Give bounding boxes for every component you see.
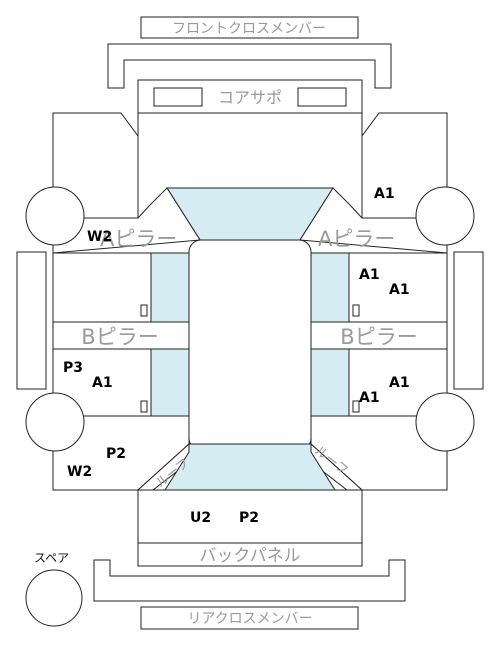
mark-p2-trunk: P2	[239, 510, 259, 526]
rear-cross-member-label: リアクロスメンバー	[187, 611, 312, 627]
front-cross-member-label: フロントクロスメンバー	[172, 21, 326, 37]
right-a-pillar-label: Aピラー	[318, 227, 395, 251]
headlight-left	[153, 87, 203, 107]
mark-p3-left-rear-door: P3	[63, 360, 83, 376]
mark-a1-right-rear-door-1: A1	[389, 375, 410, 391]
right-a-pillar-letter: A	[318, 227, 333, 251]
left-a-pillar-word: ピラー	[114, 227, 177, 251]
back-panel-label: バックパネル	[199, 546, 300, 566]
mark-a1-right-front-fender: A1	[374, 186, 395, 202]
trunk-lid	[137, 489, 363, 544]
left-a-pillar-label: Aピラー	[100, 227, 177, 251]
left-rear-door-handle	[140, 400, 148, 413]
left-front-door-handle	[140, 304, 148, 317]
back-panel-box	[137, 542, 363, 567]
left-rear-wheel	[25, 392, 85, 452]
right-rear-wheel	[415, 392, 475, 452]
left-a-pillar-letter: A	[100, 227, 115, 251]
mark-w2-left-a-pillar: W2	[87, 229, 112, 245]
right-rear-door-handle	[352, 400, 360, 413]
front-cross-member-box	[140, 16, 359, 39]
right-side-step	[453, 251, 484, 390]
mark-a1-right-rear-door-2: A1	[359, 390, 380, 406]
right-front-window	[310, 252, 350, 323]
roof	[188, 239, 312, 451]
mark-p2-left-quarter: P2	[106, 446, 126, 462]
spare-label: スペア	[34, 551, 69, 565]
mark-u2-trunk: U2	[190, 510, 211, 526]
left-b-pillar-label: Bピラー	[81, 325, 158, 349]
rear-cross-member-box	[140, 606, 359, 630]
right-front-wheel	[415, 186, 475, 246]
mark-w2-left-quarter: W2	[67, 464, 92, 480]
core-support-label: コアサポ	[218, 88, 282, 107]
front-bumper-bracket	[107, 43, 392, 89]
headlight-right	[297, 87, 347, 107]
left-b-pillar	[52, 321, 190, 350]
left-front-window	[150, 252, 190, 323]
mark-a1-right-front-door-1: A1	[359, 267, 380, 283]
left-side-step	[16, 251, 47, 390]
rear-bumper-bracket	[93, 559, 406, 602]
left-rear-window	[150, 348, 190, 417]
right-a-pillar-word: ピラー	[332, 227, 395, 251]
mark-a1-right-front-door-2: A1	[389, 282, 410, 298]
mark-a1-left-rear-door: A1	[92, 375, 113, 391]
spare-tire	[25, 569, 83, 627]
right-rear-window	[310, 348, 350, 417]
right-b-pillar	[310, 321, 448, 350]
right-front-door-handle	[352, 304, 360, 317]
left-front-wheel	[25, 186, 85, 246]
right-b-pillar-label: Bピラー	[340, 325, 417, 349]
